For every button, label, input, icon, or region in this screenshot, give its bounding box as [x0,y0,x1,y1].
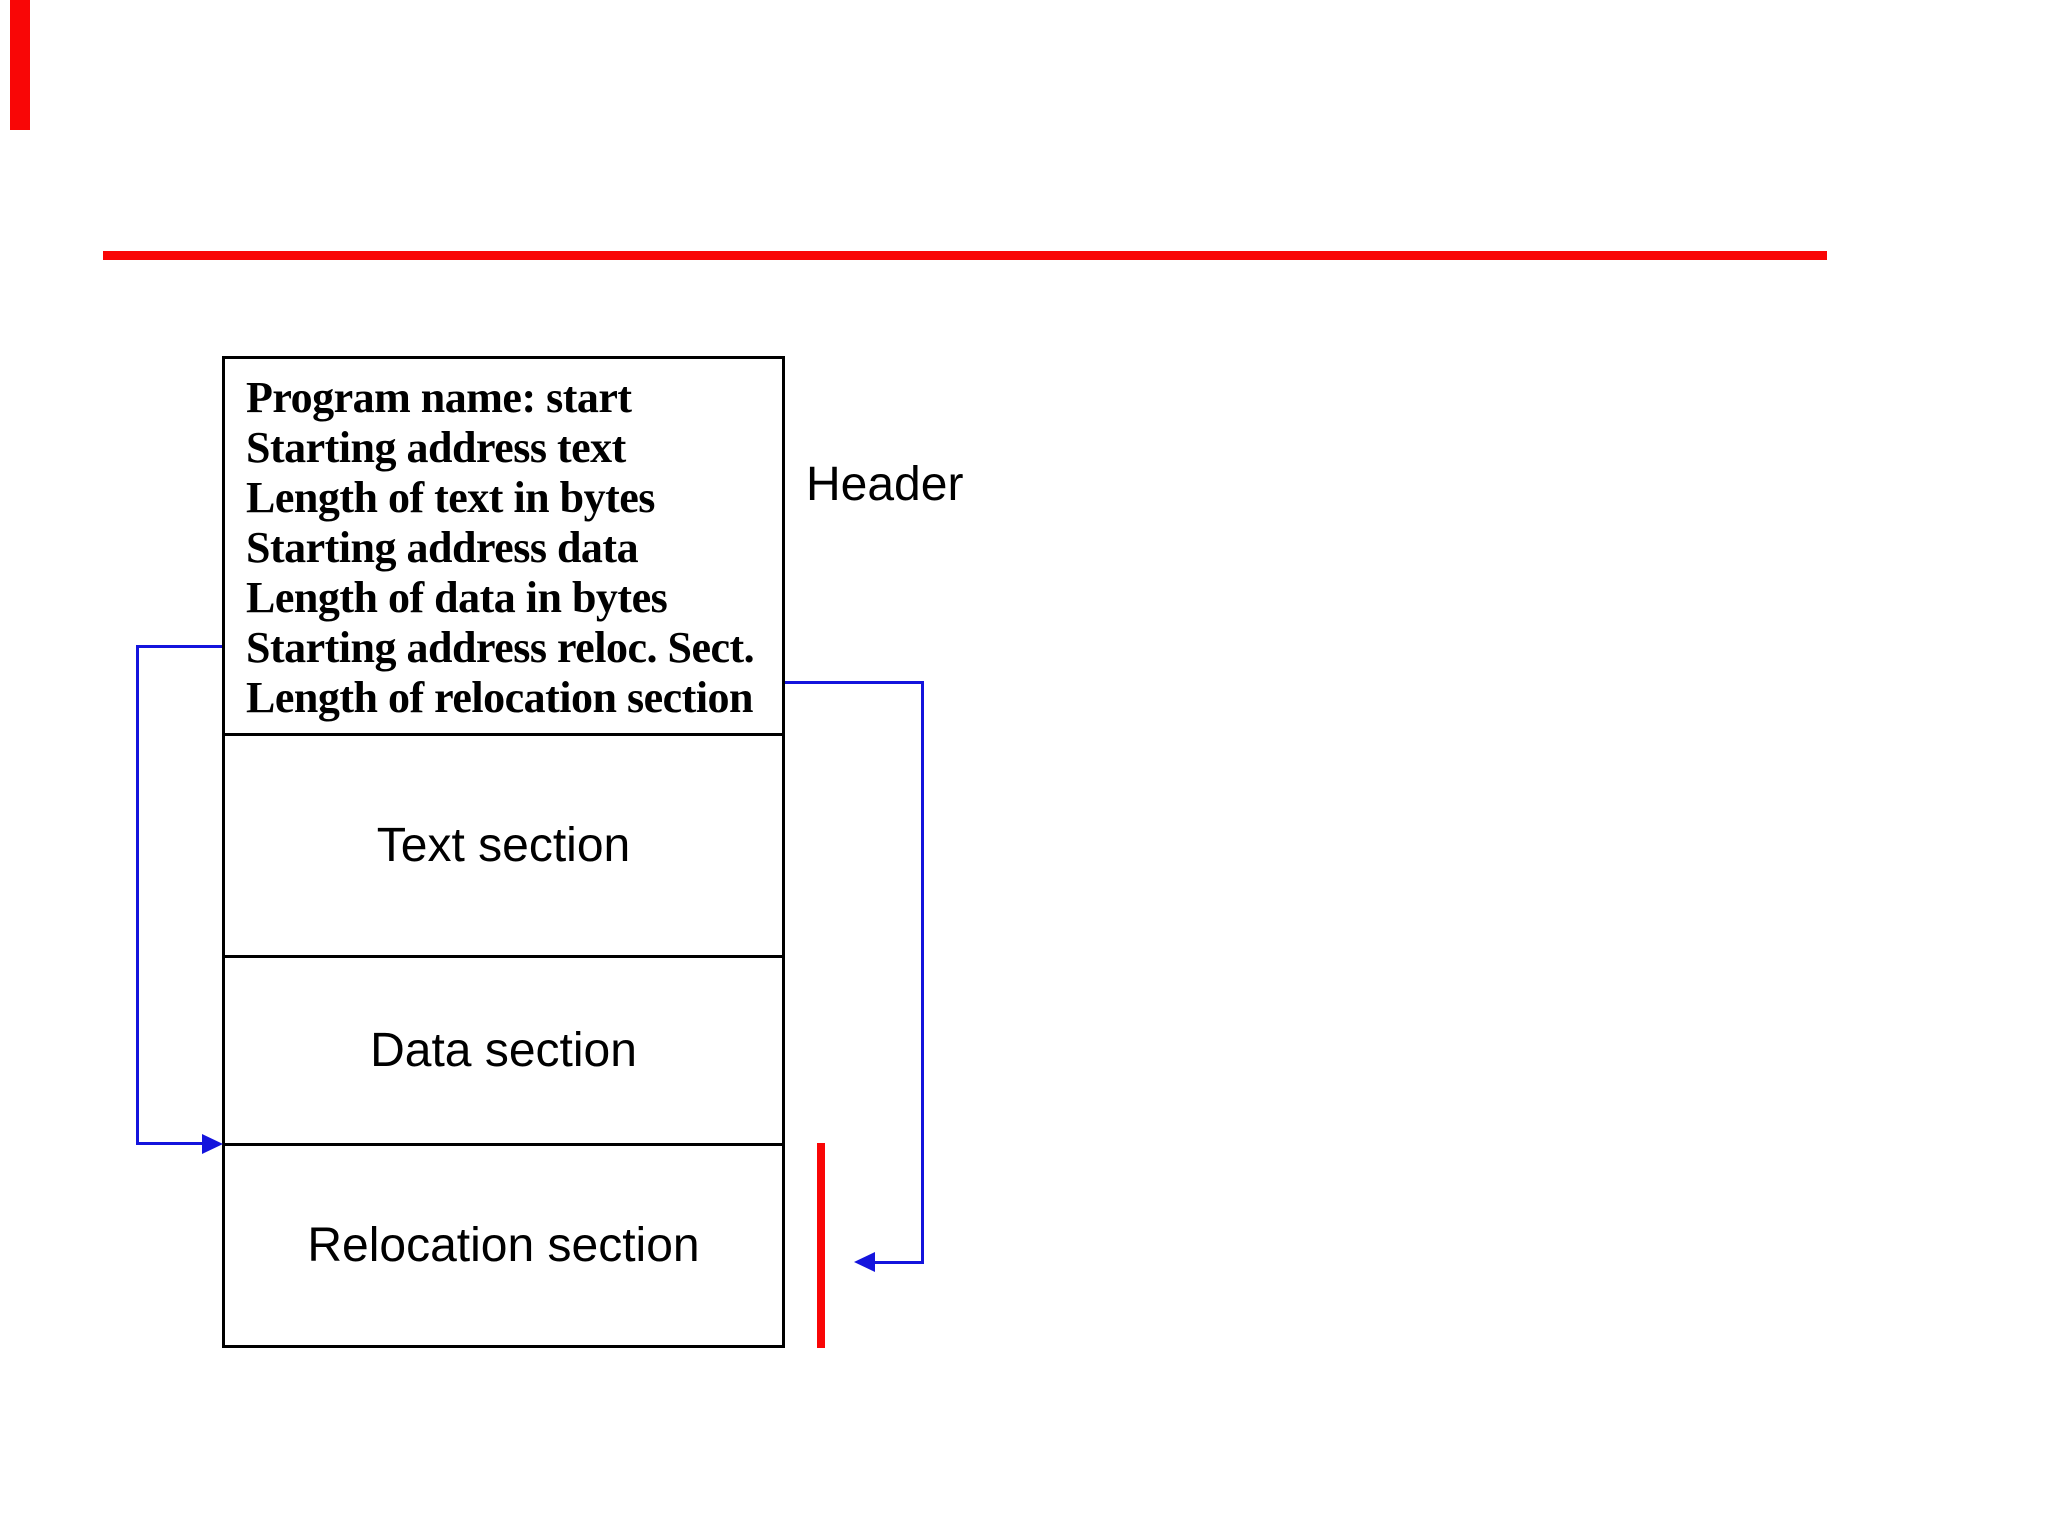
data-section-label: Data section [370,1024,637,1077]
object-file-box: Program name: start Starting address tex… [222,356,785,1348]
relocation-section: Relocation section [225,1143,782,1345]
header-line: Length of relocation section [246,673,754,722]
arrowhead-left-icon [854,1252,875,1272]
text-section-label: Text section [376,819,631,872]
header-line: Program name: start [246,373,632,422]
left-pointer-line-top [136,645,222,648]
header-section: Program name: start Starting address tex… [225,359,782,733]
header-line: Starting address text [246,423,626,472]
relocation-section-label: Relocation section [307,1219,700,1272]
header-line: Length of text in bytes [246,473,655,522]
header-line: Length of data in bytes [246,573,668,622]
header-line: Starting address reloc. Sect. [246,623,755,672]
data-section: Data section [225,955,782,1143]
text-section: Text section [225,733,782,955]
right-pointer-line-vertical [921,681,924,1264]
arrowhead-right-icon [202,1134,223,1154]
left-pointer-line-vertical [136,645,139,1145]
header-label: Header [806,458,964,511]
top-divider-rule [103,251,1827,260]
left-pointer-line-bottom [136,1142,204,1145]
top-left-accent-bar [10,0,30,130]
header-line: Starting address data [246,523,639,572]
right-pointer-line-bottom [872,1261,922,1264]
right-pointer-line-top [785,681,922,684]
relocation-extent-highlight-bar [817,1143,825,1348]
